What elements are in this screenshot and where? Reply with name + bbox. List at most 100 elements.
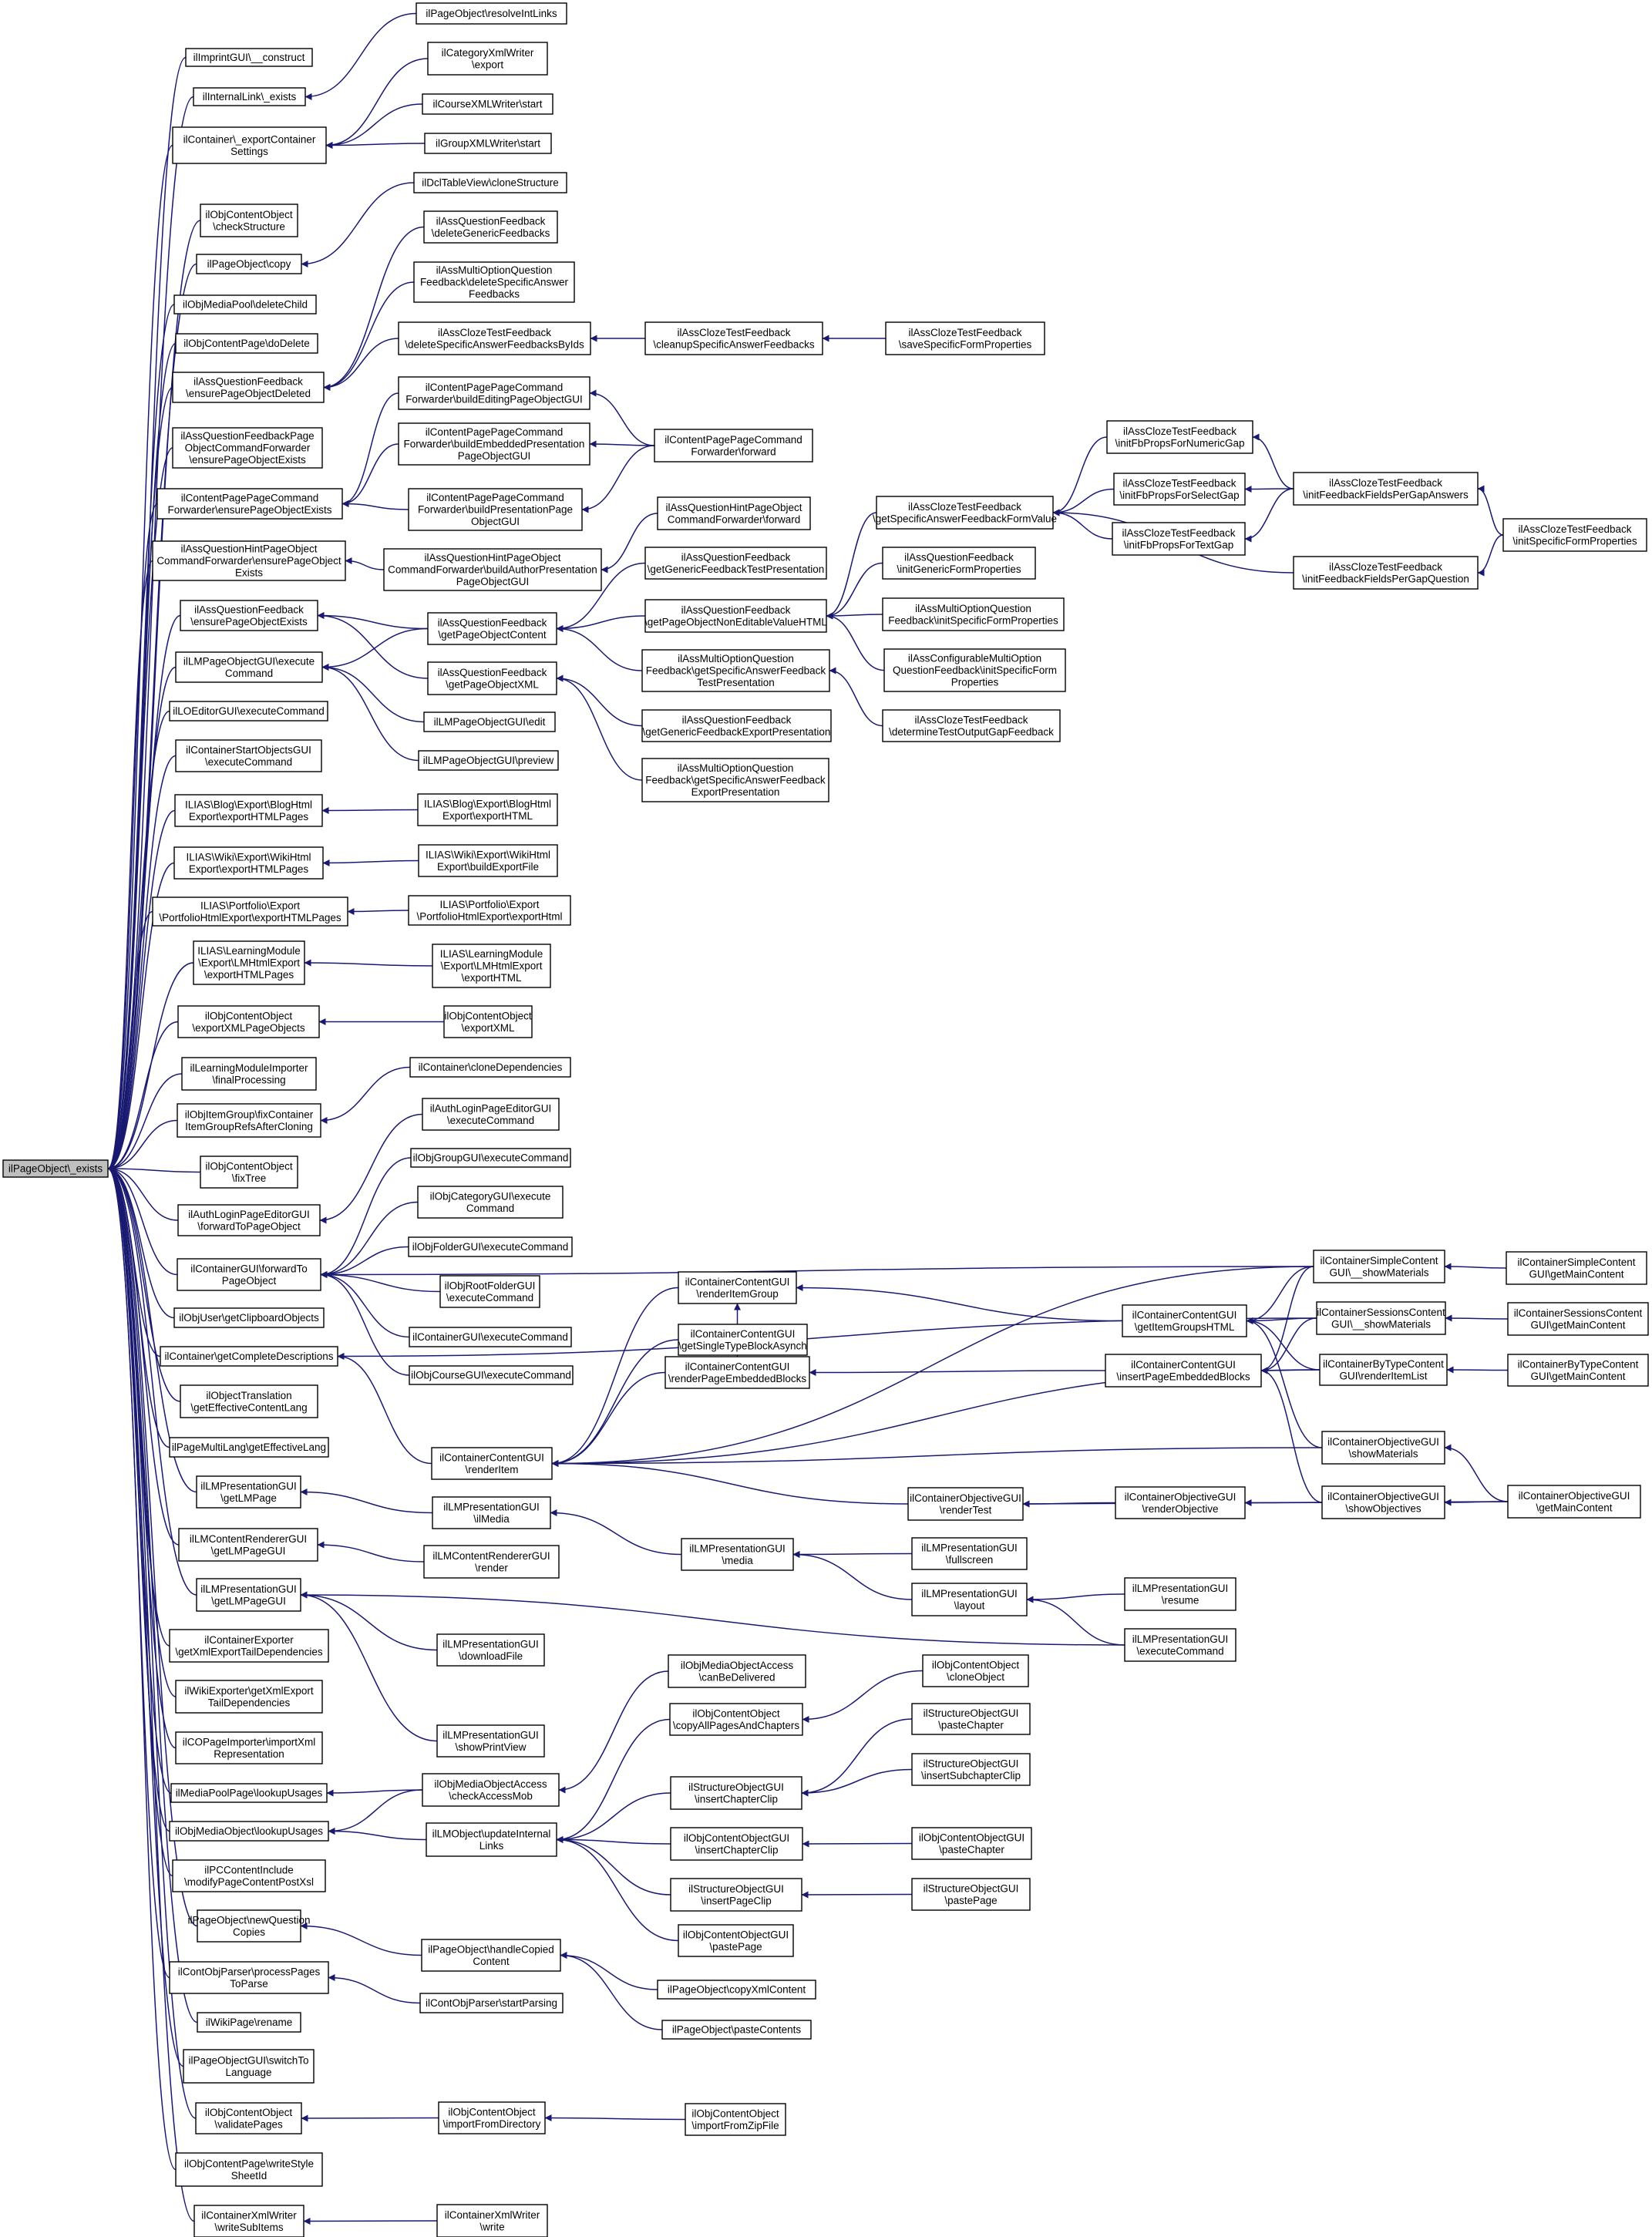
node-ilstructureobjectgui-insertchapterclip[interactable]: ilStructureObjectGUI\insertChapterClip [670, 1776, 802, 1810]
node-ilassclozetestfeedback-deletespecificanswerfeedbacksbyids[interactable]: ilAssClozeTestFeedback\deleteSpecificAns… [398, 321, 591, 355]
node-ilassquestionfeedback-getgenericfeedbacktestpresentation[interactable]: ilAssQuestionFeedback\getGenericFeedback… [644, 547, 827, 580]
node-ilobjmediaobjectaccess-canbedelivered[interactable]: ilObjMediaObjectAccess\canBeDelivered [668, 1654, 806, 1688]
node-illmpresentationgui-executecommand[interactable]: ilLMPresentationGUI\executeCommand [1124, 1628, 1236, 1662]
node-ilauthloginpageeditorgui-executecommand[interactable]: ilAuthLoginPageEditorGUI\executeCommand [422, 1098, 560, 1131]
node-ilpageobject-pastecontents[interactable]: ilPageObject\pasteContents [661, 2020, 812, 2040]
node-ilobjfoldergui-executecommand[interactable]: ilObjFolderGUI\executeCommand [408, 1236, 573, 1257]
node-ilcontainerbytypecontent-gui-renderitemlist[interactable]: ilContainerByTypeContentGUI\renderItemLi… [1319, 1354, 1448, 1386]
node-ilcategoryxmlwriter-export[interactable]: ilCategoryXmlWriter\export [427, 42, 548, 76]
node-ilcontainergui-executecommand[interactable]: ilContainerGUI\executeCommand [409, 1327, 572, 1347]
node-ilobjcontentobjectgui-pastepage[interactable]: ilObjContentObjectGUI\pastePage [678, 1924, 794, 1957]
node-ilassconfigurablemultioption-questionfeedback-initspecificform-properties[interactable]: ilAssConfigurableMultiOptionQuestionFeed… [883, 648, 1066, 692]
node-ilias-blog-export-bloghtml-export-exporthtmlpages[interactable]: ILIAS\Blog\Export\BlogHtmlExport\exportH… [174, 794, 323, 827]
node-illmpresentationgui-ilmedia[interactable]: ilLMPresentationGUI\ilMedia [432, 1496, 551, 1529]
node-ilcontainerbytypecontent-gui-getmaincontent[interactable]: ilContainerByTypeContentGUI\getMainConte… [1507, 1354, 1649, 1387]
node-ilcontainerxmlwriter-write[interactable]: ilContainerXmlWriter\write [436, 2204, 548, 2237]
node-ilstructureobjectgui-pastepage[interactable]: ilStructureObjectGUI\pastePage [911, 1878, 1031, 1911]
node-ilgroupxmlwriter-start[interactable]: ilGroupXMLWriter\start [424, 133, 552, 154]
node-ilcontainercontentgui-insertpageembeddedblocks[interactable]: ilContainerContentGUI\insertPageEmbedded… [1105, 1354, 1262, 1388]
node-illmpageobjectgui-execute-command[interactable]: ilLMPageObjectGUI\executeCommand [175, 651, 323, 683]
node-ilassmultioptionquestion-feedback-initspecificformproperties[interactable]: ilAssMultiOptionQuestionFeedback\initSpe… [882, 597, 1065, 631]
node-ildcltableview-clonestructure[interactable]: ilDclTableView\cloneStructure [413, 172, 567, 193]
node-ilobjcontentobject-exportxml[interactable]: ilObjContentObject\exportXML [443, 1005, 533, 1038]
node-illmpresentationgui-getlmpage[interactable]: ilLMPresentationGUI\getLMPage [196, 1475, 301, 1509]
node-ilcontainer-clonedependencies[interactable]: ilContainer\cloneDependencies [409, 1057, 571, 1078]
node-ilassquestionfeedback-initgenericformproperties[interactable]: ilAssQuestionFeedback\initGenericFormPro… [882, 547, 1036, 580]
node-ilobjcontentobject-checkstructure[interactable]: ilObjContentObject\checkStructure [200, 204, 298, 237]
node-ilpagemultilang-geteffectivelang[interactable]: ilPageMultiLang\getEffectiveLang [169, 1437, 329, 1458]
node-ilcontainercontentgui-getitemgroupshtml[interactable]: ilContainerContentGUI\getItemGroupsHTML [1122, 1304, 1247, 1337]
node-ilcontainerexporter-getxmlexporttaildependencies[interactable]: ilContainerExporter\getXmlExportTailDepe… [169, 1629, 329, 1663]
node-ilobjecttranslation-geteffectivecontentlang[interactable]: ilObjectTranslation\getEffectiveContentL… [180, 1384, 318, 1418]
node-ilassclozetestfeedback-initspecificformproperties[interactable]: ilAssClozeTestFeedback\initSpecificFormP… [1502, 518, 1647, 552]
node-ilobjcontentobject-importfromzipfile[interactable]: ilObjContentObject\importFromZipFile [685, 2103, 786, 2136]
root-node[interactable]: ilPageObject\_exists [2, 1159, 109, 1178]
node-ilobjcontentobjectgui-pastechapter[interactable]: ilObjContentObjectGUI\pasteChapter [911, 1827, 1032, 1860]
node-ilcontentpagepagecommand-forwarder-buildpresentationpage-objectgui[interactable]: ilContentPagePageCommandForwarder\buildP… [408, 488, 583, 531]
node-ilwikiexporter-getxmlexport-taildependencies[interactable]: ilWikiExporter\getXmlExportTailDependenc… [175, 1680, 323, 1714]
node-ilcontainercontentgui-getsingletypeblockasynch[interactable]: ilContainerContentGUI\getSingleTypeBlock… [678, 1324, 808, 1356]
node-ilassclozetestfeedback-initfbpropsforselectgap[interactable]: ilAssClozeTestFeedback\initFbPropsForSel… [1113, 473, 1246, 506]
node-ilcontentpagepagecommand-forwarder-forward[interactable]: ilContentPagePageCommandForwarder\forwar… [654, 429, 813, 463]
node-ilpageobject-copy[interactable]: ilPageObject\copy [196, 254, 302, 274]
node-ilassquestionfeedback-getgenericfeedbackexportpresentation[interactable]: ilAssQuestionFeedback\getGenericFeedback… [641, 709, 832, 742]
node-ilobjcategorygui-execute-command[interactable]: ilObjCategoryGUI\executeCommand [417, 1186, 564, 1219]
node-ilobjmediapool-deletechild[interactable]: ilObjMediaPool\deleteChild [173, 294, 317, 315]
node-ilias-learningmodule-export-lmhtmlexport-exporthtml[interactable]: ILIAS\LearningModule\Export\LMHtmlExport… [432, 944, 551, 988]
node-ilcontentpagepagecommand-forwarder-buildembeddedpresentation-pageobjectgui[interactable]: ilContentPagePageCommandForwarder\buildE… [398, 422, 590, 466]
node-ilcontainersessionscontent-gui-getmaincontent[interactable]: ilContainerSessionsContentGUI\getMainCon… [1507, 1302, 1649, 1336]
node-ilias-wiki-export-wikihtml-export-buildexportfile[interactable]: ILIAS\Wiki\Export\WikiHtmlExport\buildEx… [418, 844, 558, 877]
node-ilcoursexmlwriter-start[interactable]: ilCourseXMLWriter\start [422, 93, 553, 115]
node-ilstructureobjectgui-pastechapter[interactable]: ilStructureObjectGUI\pasteChapter [911, 1703, 1031, 1735]
node-ilmediapoolpage-lookupusages[interactable]: ilMediaPoolPage\lookupUsages [170, 1783, 328, 1803]
node-ilassclozetestfeedback-cleanupspecificanswerfeedbacks[interactable]: ilAssClozeTestFeedback\cleanupSpecificAn… [644, 321, 823, 355]
node-ilassquestionhintpageobject-commandforwarder-buildauthorpresentation-pageobjectgui[interactable]: ilAssQuestionHintPageObjectCommandForwar… [383, 548, 602, 591]
node-ilcontainersessionscontent-gui-showmaterials[interactable]: ilContainerSessionsContentGUI\__showMate… [1316, 1301, 1446, 1335]
node-ilcontainerxmlwriter-writesubitems[interactable]: ilContainerXmlWriter\writeSubItems [193, 2205, 304, 2237]
node-ilassquestionfeedbackpage-objectcommandforwarder-ensurepageobjectexists[interactable]: ilAssQuestionFeedbackPageObjectCommandFo… [172, 427, 323, 469]
node-ilauthloginpageeditorgui-forwardtopageobject[interactable]: ilAuthLoginPageEditorGUI\forwardToPageOb… [177, 1204, 321, 1236]
node-ilpccontentinclude-modifypagecontentpostxsl[interactable]: ilPCContentInclude\modifyPageContentPost… [172, 1859, 326, 1892]
node-ilassquestionhintpageobject-commandforwarder-ensurepageobject-exists[interactable]: ilAssQuestionHintPageObjectCommandForwar… [152, 540, 346, 581]
node-ilassclozetestfeedback-initfeedbackfieldspergapanswers[interactable]: ilAssClozeTestFeedback\initFeedbackField… [1293, 472, 1479, 506]
node-ilassmultioptionquestion-feedback-deletespecificanswer-feedbacks[interactable]: ilAssMultiOptionQuestionFeedback\deleteS… [413, 261, 575, 303]
node-illmpageobjectgui-edit[interactable]: ilLMPageObjectGUI\edit [423, 711, 556, 732]
node-ilassquestionfeedback-deletegenericfeedbacks[interactable]: ilAssQuestionFeedback\deleteGenericFeedb… [423, 210, 558, 244]
node-illmpageobjectgui-preview[interactable]: ilLMPageObjectGUI\preview [418, 750, 559, 771]
node-ilassclozetestfeedback-savespecificformproperties[interactable]: ilAssClozeTestFeedback\saveSpecificFormP… [885, 321, 1045, 355]
node-ilcontainergui-forwardto-pageobject[interactable]: ilContainerGUI\forwardToPageObject [177, 1258, 321, 1291]
node-ilassclozetestfeedback-determinetestoutputgapfeedback[interactable]: ilAssClozeTestFeedback\determineTestOutp… [882, 709, 1061, 742]
node-illoeditorgui-executecommand[interactable]: ilLOEditorGUI\executeCommand [169, 701, 328, 722]
node-ilassclozetestfeedback-initfeedbackfieldspergapquestion[interactable]: ilAssClozeTestFeedback\initFeedbackField… [1293, 556, 1479, 590]
node-ilassquestionfeedback-ensurepageobjectexists[interactable]: ilAssQuestionFeedback\ensurePageObjectEx… [180, 600, 318, 631]
node-ilpageobject-resolveintlinks[interactable]: ilPageObject\resolveIntLinks [416, 2, 567, 25]
node-ilobjcontentobject-fixtree[interactable]: ilObjContentObject\fixTree [200, 1156, 298, 1189]
node-illmpresentationgui-layout[interactable]: ilLMPresentationGUI\layout [911, 1583, 1028, 1616]
node-ilobjitemgroup-fixcontainer-itemgrouprefsaftercloning[interactable]: ilObjItemGroup\fixContainerItemGroupRefs… [177, 1103, 321, 1138]
node-ilcontentpagepagecommand-forwarder-buildeditingpageobjectgui[interactable]: ilContentPagePageCommandForwarder\buildE… [398, 376, 590, 410]
node-ilassmultioptionquestion-feedback-getspecificanswerfeedback-exportpresentation[interactable]: ilAssMultiOptionQuestionFeedback\getSpec… [641, 758, 829, 802]
node-ilobjmediaobjectaccess-checkaccessmob[interactable]: ilObjMediaObjectAccess\checkAccessMob [422, 1773, 560, 1807]
node-ilobjcontentobjectgui-insertchapterclip[interactable]: ilObjContentObjectGUI\insertChapterClip [670, 1827, 803, 1861]
node-ilcontainer-getcompletedescriptions[interactable]: ilContainer\getCompleteDescriptions [160, 1346, 338, 1367]
node-ilcontainerobjectivegui-showmaterials[interactable]: ilContainerObjectiveGUI\showMaterials [1321, 1431, 1445, 1465]
node-ilobjgroupgui-executecommand[interactable]: ilObjGroupGUI\executeCommand [410, 1148, 571, 1168]
node-ilassquestionfeedback-ensurepageobjectdeleted[interactable]: ilAssQuestionFeedback\ensurePageObjectDe… [172, 372, 325, 403]
node-ilpageobject-copyxmlcontent[interactable]: ilPageObject\copyXmlContent [657, 1980, 816, 2000]
node-ilobjcontentobject-cloneobject[interactable]: ilObjContentObject\cloneObject [922, 1654, 1029, 1687]
node-ilobjuser-getclipboardobjects[interactable]: ilObjUser\getClipboardObjects [173, 1307, 325, 1328]
node-ilias-blog-export-bloghtml-export-exporthtml[interactable]: ILIAS\Blog\Export\BlogHtmlExport\exportH… [417, 793, 558, 826]
node-ilias-learningmodule-export-lmhtmlexport-exporthtmlpages[interactable]: ILIAS\LearningModule\Export\LMHtmlExport… [193, 940, 305, 985]
node-ilcontainercontentgui-renderpageembeddedblocks[interactable]: ilContainerContentGUI\renderPageEmbedded… [665, 1356, 810, 1389]
node-ilassquestionfeedback-getpageobjectnoneditablevaluehtml[interactable]: ilAssQuestionFeedback\getPageObjectNonEd… [644, 599, 827, 633]
node-illmpresentationgui-getlmpagegui[interactable]: ilLMPresentationGUI\getLMPageGUI [196, 1578, 301, 1612]
node-ilobjrootfoldergui-executecommand[interactable]: ilObjRootFolderGUI\executeCommand [439, 1275, 540, 1308]
node-ilobjcontentobject-importfromdirectory[interactable]: ilObjContentObject\importFromDirectory [438, 2101, 546, 2134]
node-ilcontainerobjectivegui-renderobjective[interactable]: ilContainerObjectiveGUI\renderObjective [1115, 1486, 1246, 1519]
